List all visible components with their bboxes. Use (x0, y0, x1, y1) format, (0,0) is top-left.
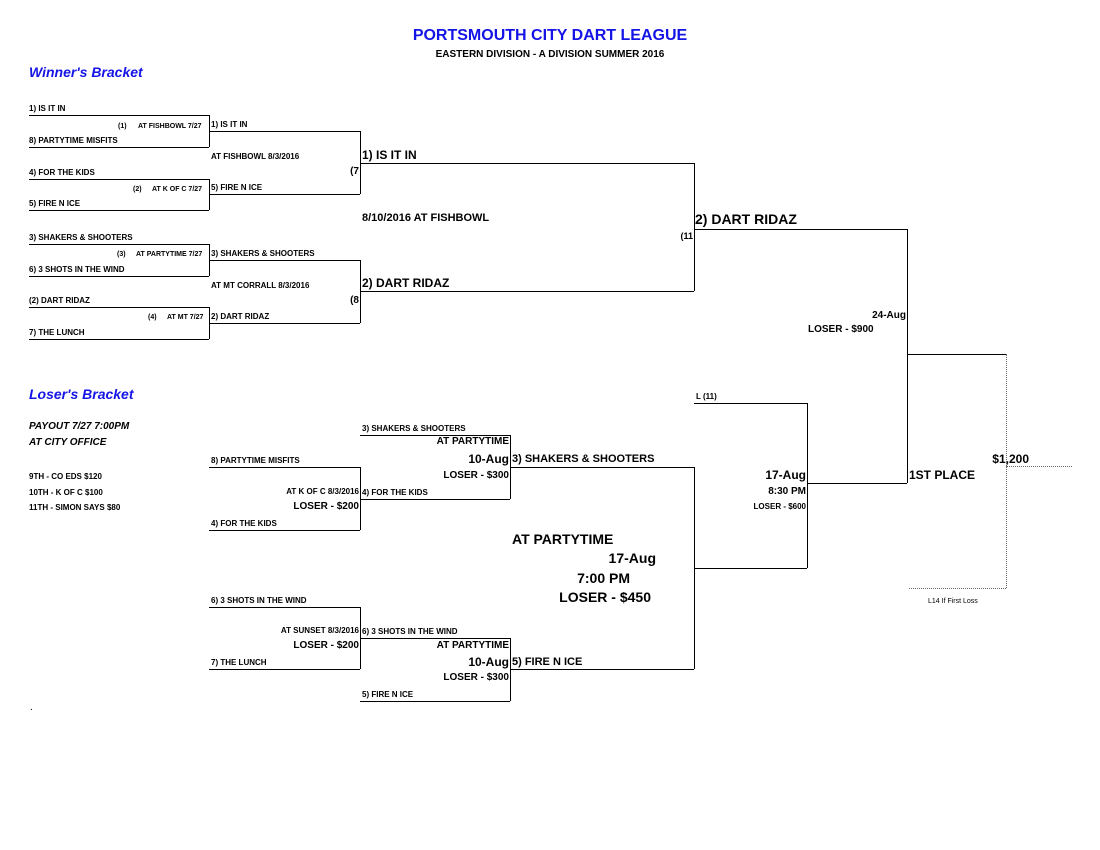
w-final-loser-payout: LOSER - $900 (808, 324, 874, 335)
l-r3-venue: AT PARTYTIME (512, 531, 614, 547)
l-r2-team: 5) FIRE N ICE (362, 690, 414, 699)
w-r1-venue: AT MT 7/27 (167, 314, 204, 321)
l-r2-team: 3) SHAKERS & SHOOTERS (362, 424, 466, 433)
w-r2-team: 1) IS IT IN (211, 120, 248, 129)
l-r1-team: 6) 3 SHOTS IN THE WIND (211, 596, 307, 605)
w-r2-team: 2) DART RIDAZ (211, 312, 270, 321)
w-r1-venue: AT PARTYTIME 7/27 (136, 251, 203, 258)
footer-mark: . (30, 702, 33, 713)
l-r2-team: 6) 3 SHOTS IN THE WIND (362, 627, 458, 636)
winners-bracket-heading: Winner's Bracket (29, 64, 143, 80)
w-r2-venue: AT FISHBOWL 8/3/2016 (211, 152, 300, 161)
l-r2-loser-payout: LOSER - $300 (443, 470, 509, 481)
payout-item: 11TH - SIMON SAYS $80 (29, 503, 121, 512)
w-r1-venue: AT FISHBOWL 7/27 (138, 123, 202, 130)
l-r1-team: 4) FOR THE KIDS (211, 519, 277, 528)
l-r2-venue: AT PARTYTIME (436, 436, 509, 447)
w-r1-team: 4) FOR THE KIDS (29, 168, 95, 177)
w-r2-team: 5) FIRE N ICE (211, 183, 263, 192)
w-r1-team: 7) THE LUNCH (29, 328, 85, 337)
w-r2-venue: AT MT CORRALL 8/3/2016 (211, 281, 310, 290)
w-r1-venue: AT K OF C 7/27 (152, 186, 203, 193)
l-r4-date: 17-Aug (765, 468, 806, 482)
w-semi-venue: 8/10/2016 AT FISHBOWL (362, 212, 490, 224)
first-prize-amount: $1,200 (992, 452, 1029, 466)
l-r1-team: 7) THE LUNCH (211, 658, 267, 667)
l-r1-venue: AT SUNSET 8/3/2016 (280, 626, 359, 635)
l-r4-time: 8:30 PM (768, 486, 806, 497)
w-final-team: 2) DART RIDAZ (695, 211, 797, 227)
w-r1-match-number: (3) (117, 251, 126, 258)
w-r1-match-number: (2) (133, 186, 142, 193)
l-r3-date: 17-Aug (608, 550, 656, 566)
w-r2-match-number: (7 (350, 166, 359, 177)
w-r1-match-number: (4) (148, 314, 157, 321)
w-r2-team: 3) SHAKERS & SHOOTERS (211, 249, 315, 258)
payout-item: 10TH - K OF C $100 (29, 488, 103, 497)
w-r1-team: 5) FIRE N ICE (29, 199, 81, 208)
l-r4-team: L (11) (696, 392, 717, 401)
w-r1-match-number: (1) (118, 123, 127, 130)
payout-item: 9TH - CO EDS $120 (29, 472, 102, 481)
first-place-label: 1ST PLACE (909, 468, 976, 482)
l-r3-loser-payout: LOSER - $450 (559, 589, 651, 605)
w-r2-match-number: (8 (350, 295, 359, 306)
l-r1-loser-payout: LOSER - $200 (293, 640, 359, 651)
page-subtitle: EASTERN DIVISION - A DIVISION SUMMER 201… (435, 49, 665, 60)
w-r1-team: 1) IS IT IN (29, 104, 66, 113)
w-semi-team: 1) IS IT IN (362, 148, 417, 162)
page-title: PORTSMOUTH CITY DART LEAGUE (412, 27, 688, 44)
l-r3-team: 3) SHAKERS & SHOOTERS (512, 453, 655, 465)
l-r2-venue: AT PARTYTIME (436, 640, 509, 651)
w-final-date: 24-Aug (872, 310, 906, 321)
losers-bracket-heading: Loser's Bracket (29, 386, 134, 402)
l-r1-venue: AT K OF C 8/3/2016 (286, 487, 359, 496)
w-r1-team: 8) PARTYTIME MISFITS (29, 136, 118, 145)
w-r1-team: (2) DART RIDAZ (29, 296, 90, 305)
w-semi-match-number: (11 (680, 231, 693, 241)
l-r2-date: 10-Aug (468, 655, 509, 669)
if-first-loss-note: L14 If First Loss (928, 598, 978, 605)
payout-line: PAYOUT 7/27 7:00PM (29, 421, 130, 432)
w-r1-team: 6) 3 SHOTS IN THE WIND (29, 265, 125, 274)
l-r2-team: 4) FOR THE KIDS (362, 488, 428, 497)
w-semi-team: 2) DART RIDAZ (362, 276, 450, 290)
l-r3-time: 7:00 PM (577, 570, 630, 586)
l-r1-team: 8) PARTYTIME MISFITS (211, 456, 300, 465)
l-r2-date: 10-Aug (468, 452, 509, 466)
l-r4-loser-payout: LOSER - $600 (753, 502, 806, 511)
payout-location: AT CITY OFFICE (29, 437, 107, 448)
l-r2-loser-payout: LOSER - $300 (443, 672, 509, 683)
w-r1-team: 3) SHAKERS & SHOOTERS (29, 233, 133, 242)
l-r3-team: 5) FIRE N ICE (512, 656, 583, 668)
l-r1-loser-payout: LOSER - $200 (293, 501, 359, 512)
